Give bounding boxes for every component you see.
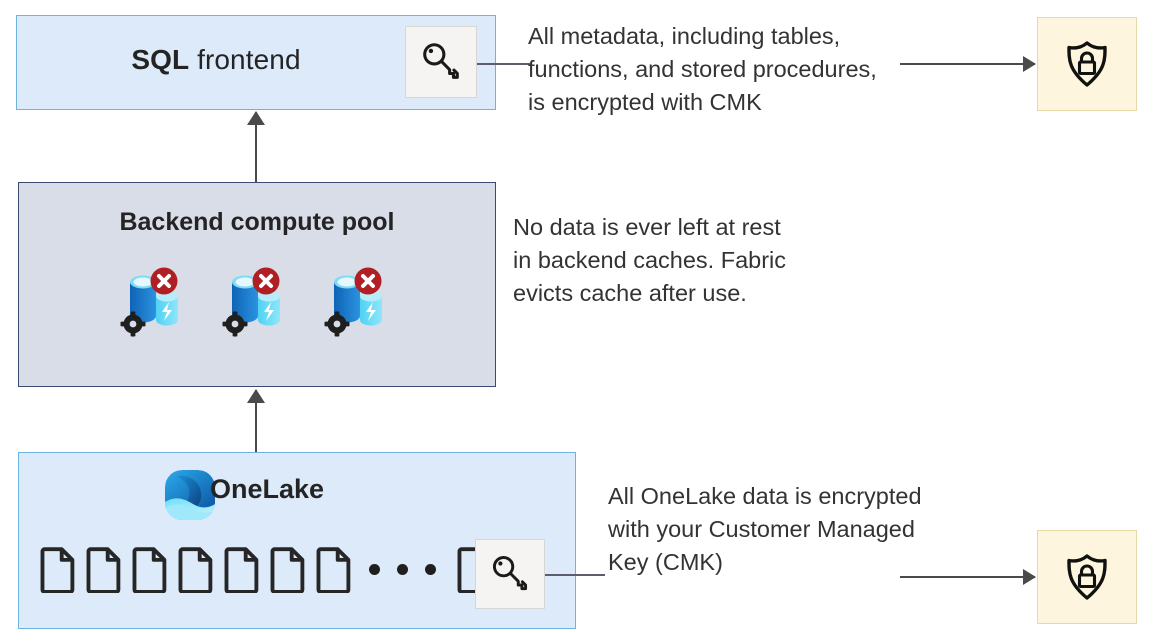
onelake-to-cmk-arrow — [900, 576, 1035, 579]
sql-frontend-label: SQL frontend — [16, 44, 416, 76]
onelake-label: OneLake — [210, 474, 325, 504]
gear-icon — [222, 311, 248, 337]
onelake-to-backend-arrow — [255, 390, 258, 452]
cache-node-3 — [320, 262, 398, 340]
file-icon — [132, 547, 167, 593]
onelake-file-row — [40, 546, 494, 593]
file-icon — [224, 547, 259, 593]
shield-lock-icon — [1067, 41, 1107, 87]
onelake-annotation-text: All OneLake data is encrypted with your … — [608, 483, 922, 575]
cache-disabled-icon — [120, 267, 178, 337]
shield-lock-icon — [1067, 554, 1107, 600]
file-icon — [270, 547, 305, 593]
gear-icon — [120, 311, 146, 337]
key-bow-dot — [428, 48, 434, 54]
file-icon — [40, 547, 75, 593]
sql-annotation-text: All metadata, including tables, function… — [528, 23, 877, 115]
cmk-shield-bottom — [1037, 530, 1137, 624]
cache-node-1 — [116, 262, 194, 340]
cache-node-2 — [218, 262, 296, 340]
sql-key-badge — [405, 26, 477, 98]
file-icon — [178, 547, 213, 593]
file-icon — [86, 547, 121, 593]
sql-frontend-label-bold: SQL — [131, 44, 190, 75]
ellipsis-dot — [369, 564, 380, 575]
sql-frontend-label-rest: frontend — [189, 44, 301, 75]
sql-to-cmk-arrow — [900, 63, 1035, 66]
backend-to-sql-arrow — [255, 112, 258, 182]
ellipsis-dot — [425, 564, 436, 575]
backend-cache-node-row — [18, 262, 496, 340]
backend-annotation-text: No data is ever left at rest in backend … — [513, 214, 787, 306]
cache-disabled-icon — [324, 267, 382, 337]
file-icon — [316, 547, 351, 593]
ellipsis-dots — [369, 564, 436, 575]
onelake-logo-icon — [165, 470, 215, 520]
backend-compute-pool-label: Backend compute pool — [119, 208, 395, 236]
cache-disabled-icon — [222, 267, 280, 337]
onelake-logo — [163, 468, 217, 527]
cmk-shield-top — [1037, 17, 1137, 111]
key-bow-dot — [498, 561, 503, 566]
key-icon — [492, 556, 528, 591]
ellipsis-dot — [397, 564, 408, 575]
onelake-key-leader-line — [545, 574, 605, 576]
sql-key-leader-line — [477, 63, 530, 65]
gear-icon — [324, 311, 350, 337]
key-icon — [423, 43, 459, 79]
onelake-key-badge — [475, 539, 545, 609]
